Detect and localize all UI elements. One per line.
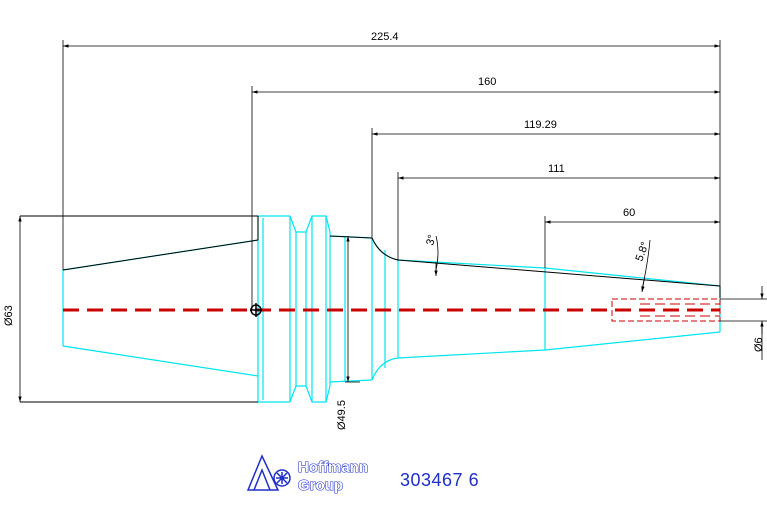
dim-length-119: 119.29 <box>524 119 557 131</box>
dim-tip-angle: 5.8° <box>634 240 652 263</box>
dim-length-160: 160 <box>478 76 496 88</box>
dim-flange-diameter: Ø63 <box>3 305 15 326</box>
length-dimensions <box>62 40 721 310</box>
hoffmann-emblem-icon <box>246 454 291 491</box>
profile-contour <box>20 215 721 403</box>
diameter-dimensions <box>18 216 767 402</box>
hoffmann-logo: Hoffmann Group <box>246 454 369 495</box>
dim-length-111: 111 <box>548 163 565 175</box>
dim-collar-diameter: Ø49.5 <box>336 400 348 430</box>
bore-hidden-lines <box>611 298 721 322</box>
dim-bore-diameter: Ø6 <box>753 337 765 352</box>
part-number: 303467 6 <box>400 470 480 490</box>
centerline <box>63 303 720 317</box>
logo-text-line2: Group <box>298 477 343 494</box>
dim-taper-angle: 3° <box>424 233 438 246</box>
dim-length-60: 60 <box>623 207 635 219</box>
dim-overall-length: 225.4 <box>371 31 399 43</box>
angle-dimensions <box>434 235 651 293</box>
logo-text-line1: Hoffmann <box>298 459 368 476</box>
